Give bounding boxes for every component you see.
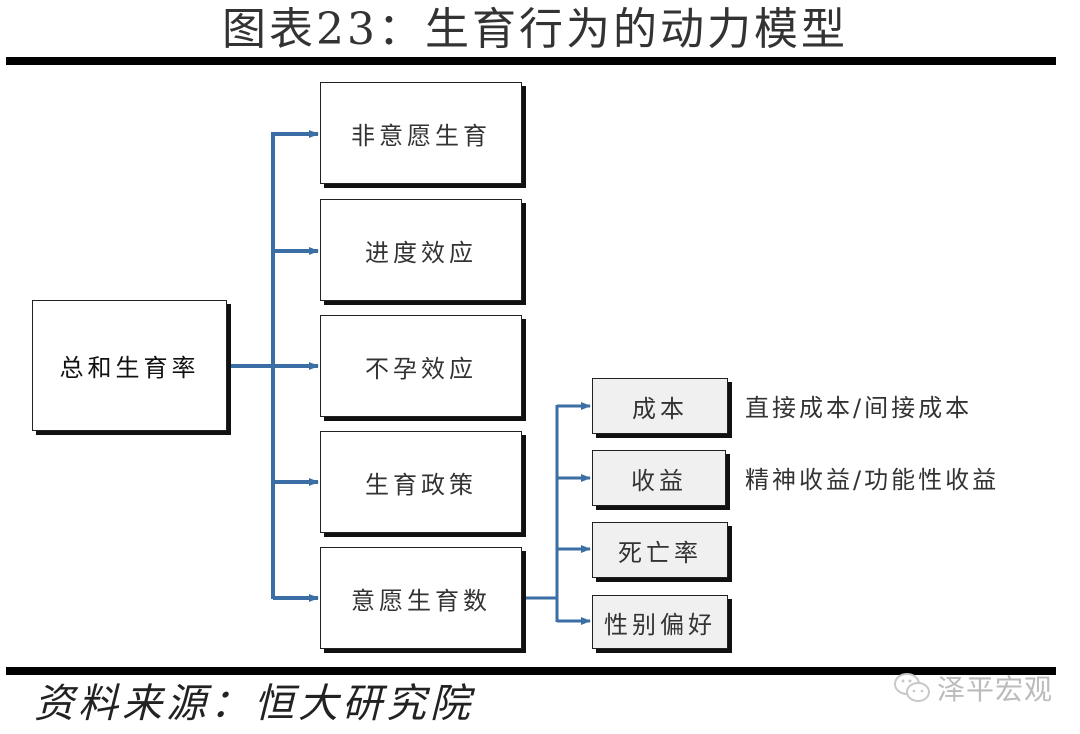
factor-node-label: 非意愿生育 [351, 121, 491, 150]
sub-factor-node: 性别偏好 [592, 595, 728, 649]
sub-factor-node: 成本 [592, 378, 728, 434]
sub-factor-label: 性别偏好 [604, 610, 716, 639]
root-node-total-fertility-rate: 总和生育率 [32, 300, 227, 431]
sub-factor-label: 死亡率 [618, 538, 702, 567]
factor-node: 进度效应 [320, 199, 522, 301]
factor-node-label: 进度效应 [365, 238, 477, 267]
sub-factor-label: 成本 [632, 394, 688, 423]
factor-node-label: 不孕效应 [365, 354, 477, 383]
sub-factor-note: 直接成本/间接成本 [745, 394, 973, 422]
factor-node-label: 意愿生育数 [351, 586, 491, 615]
factor-node: 生育政策 [320, 431, 522, 533]
sub-factor-node: 收益 [592, 450, 726, 506]
bottom-rule [6, 667, 1056, 675]
source-note: 资料来源：恒大研究院 [34, 681, 474, 727]
sub-factor-note: 精神收益/功能性收益 [745, 466, 1000, 494]
factor-node-label: 生育政策 [365, 470, 477, 499]
factor-node: 非意愿生育 [320, 82, 522, 184]
top-rule [6, 57, 1056, 65]
root-node-label: 总和生育率 [59, 354, 200, 382]
factor-node: 不孕效应 [320, 315, 522, 417]
sub-factor-node: 死亡率 [592, 522, 728, 578]
watermark-text: 泽平宏观 [937, 673, 1054, 706]
diagram-title: 图表23：生育行为的动力模型 [222, 4, 848, 55]
watermark: 泽平宏观 [893, 668, 1053, 708]
sub-factor-label: 收益 [631, 466, 687, 495]
factor-node: 意愿生育数 [320, 547, 522, 649]
wechat-icon [894, 673, 930, 702]
